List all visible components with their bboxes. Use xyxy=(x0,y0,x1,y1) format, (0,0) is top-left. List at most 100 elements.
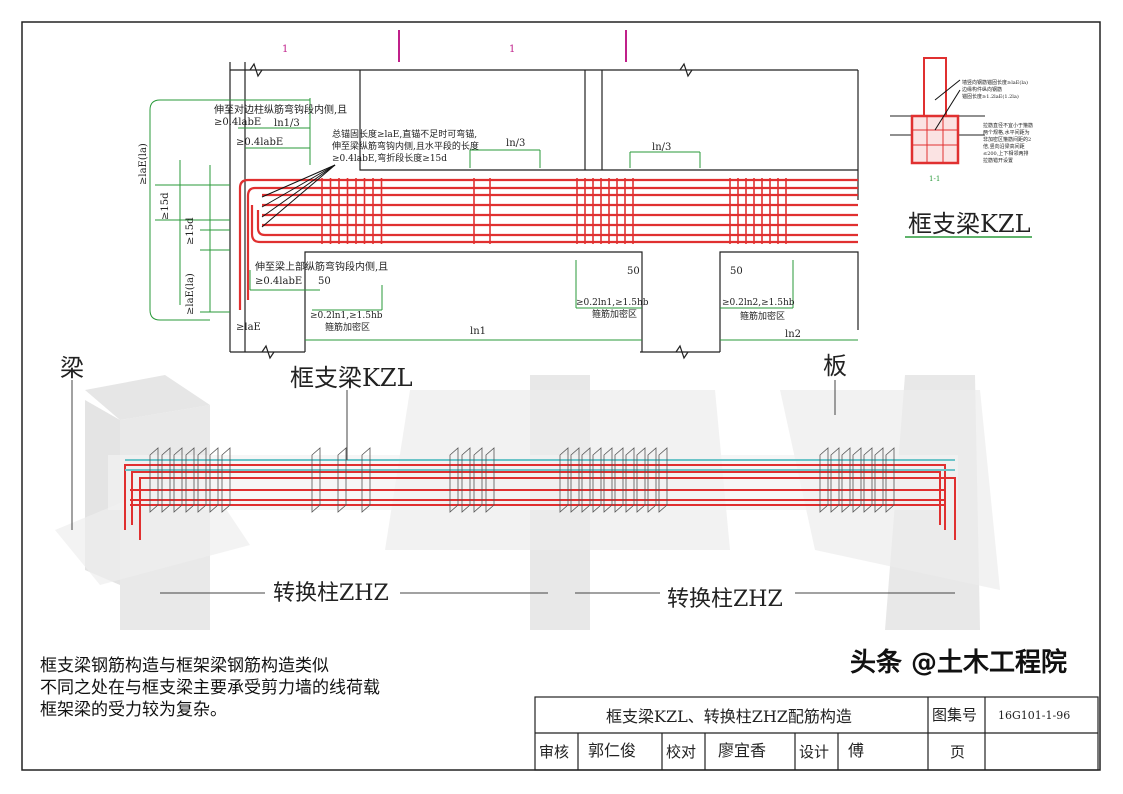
stirrup-3d xyxy=(863,447,873,513)
stirrup-3d xyxy=(581,447,591,513)
rebar-elevation xyxy=(238,178,858,310)
annotation: ≥0.4labE xyxy=(236,137,283,148)
annotation: ≥0.2ln1,≥1.5hb xyxy=(576,298,649,308)
annotation: 箍筋加密区 xyxy=(325,321,370,333)
model-3d xyxy=(55,375,1000,630)
elevation-annotations: 伸至对边柱纵筋弯钩段内侧,且 ≥0.4labE ln1/3 ≥0.4labE 总… xyxy=(138,103,801,340)
structure-outline xyxy=(229,62,859,360)
notes: 框支梁钢筋构造与框架梁钢筋构造类似 不同之处在与框支梁主要承受剪力墙的线荷载 框… xyxy=(40,655,380,721)
annotation: ln/3 xyxy=(652,142,671,153)
annotation: ≥0.2ln2,≥1.5hb xyxy=(722,298,795,308)
annotation: 50 xyxy=(730,266,743,277)
stirrup-3d xyxy=(885,447,895,513)
design-name: 傅 xyxy=(848,741,864,760)
check-label: 校对 xyxy=(666,743,696,761)
section-note: 拉筋错开设置 xyxy=(983,157,1013,164)
section-note: 墙竖向钢筋锚固长度≥laE(la) xyxy=(962,79,1028,86)
stirrup-3d xyxy=(197,447,207,513)
annotation: ln2 xyxy=(785,329,801,340)
stirrup-3d xyxy=(337,447,347,513)
annotation: 伸至对边柱纵筋弯钩段内侧,且 xyxy=(214,103,347,116)
stirrup-3d xyxy=(874,447,884,513)
annotation: ≥0.4labE,弯折段长度≥15d xyxy=(332,152,447,164)
dimension-lines xyxy=(149,98,858,341)
stirrup-3d xyxy=(658,447,668,513)
section-mark-2: 1 xyxy=(509,44,515,55)
section-note: 边缘构件纵向钢筋 xyxy=(962,86,1002,93)
annotation: ≥15d xyxy=(185,217,196,245)
design-label: 设计 xyxy=(799,743,829,761)
stirrup-3d xyxy=(614,447,624,513)
label-beam: 梁 xyxy=(60,354,84,382)
annotation: 伸至梁纵筋弯钩内侧,且水平段的长度 xyxy=(332,140,479,152)
stirrup-3d xyxy=(461,447,471,513)
section-1-1: 墙竖向钢筋锚固长度≥laE(la) 边缘构件纵向钢筋 锚固长度≥1.2laE(1… xyxy=(890,57,1033,183)
section-label: 1-1 xyxy=(929,175,940,183)
annotation: ≥laE(la) xyxy=(138,143,149,185)
annotation: 总锚固长度≥laE,直锚不足时可弯锚, xyxy=(332,128,477,140)
section-note: 两个规格,水平间距为 xyxy=(983,129,1030,136)
annotation: ln1/3 xyxy=(274,118,300,129)
stirrup-3d xyxy=(209,447,219,513)
note-line: 框支梁钢筋构造与框架梁钢筋构造类似 xyxy=(40,656,329,676)
review-name: 郭仁俊 xyxy=(588,741,636,760)
annotation: 50 xyxy=(627,266,640,277)
stirrup-3d xyxy=(852,447,862,513)
annotation: ≥0.4labE xyxy=(214,117,261,128)
stirrup-3d xyxy=(841,447,851,513)
stirrup-3d xyxy=(647,447,657,513)
annotation: ≥0.4labE xyxy=(255,276,302,287)
stirrup-3d xyxy=(485,447,495,513)
drawing-title-kzl: 框支梁KZL xyxy=(908,210,1031,238)
stirrup-3d xyxy=(149,447,159,513)
leader-lines xyxy=(261,164,336,228)
note-line: 不同之处在与框支梁主要承受剪力墙的线荷载 xyxy=(40,678,380,698)
stirrup-3d xyxy=(473,447,483,513)
section-note: 锚固长度≥1.2laE(1.2la) xyxy=(962,93,1019,100)
stirrup-3d xyxy=(221,447,231,513)
stirrup-3d xyxy=(449,447,459,513)
annotation: ≥laE(la) xyxy=(185,273,196,315)
annotation: 50 xyxy=(318,276,331,287)
section-marks: 1 1 xyxy=(282,30,627,62)
stirrups-elevation xyxy=(321,178,787,244)
annotation: ln1 xyxy=(470,326,486,337)
annotation: 箍筋加密区 xyxy=(592,308,637,320)
stirrup-3d xyxy=(185,447,195,513)
stirrup-3d xyxy=(592,447,602,513)
annotation: ≥0.2ln1,≥1.5hb xyxy=(310,311,383,321)
review-label: 审核 xyxy=(539,743,569,761)
title-block xyxy=(534,696,1099,771)
stirrup-3d xyxy=(570,447,580,513)
check-name: 廖宜香 xyxy=(718,741,766,760)
label-slab: 板 xyxy=(823,352,847,380)
label-zhz: 转换柱ZHZ xyxy=(273,581,389,606)
stirrup-3d xyxy=(819,447,829,513)
stirrup-3d xyxy=(361,447,371,513)
stirrup-3d xyxy=(559,447,569,513)
stirrup-3d xyxy=(636,447,646,513)
stirrup-3d xyxy=(173,447,183,513)
section-mark-1: 1 xyxy=(282,44,288,55)
section-note: 非加密区箍筋间距的2 xyxy=(983,136,1031,143)
section-note: ≤200,上下相邻两排 xyxy=(983,150,1028,157)
section-note: 拉筋直径不宜小于箍筋 xyxy=(983,122,1033,129)
atlas-number: 16G101-1-96 xyxy=(998,709,1070,722)
note-line: 框架梁的受力较为复杂。 xyxy=(40,700,227,720)
annotation: ln/3 xyxy=(506,138,525,149)
atlas-label: 图集号 xyxy=(932,706,977,724)
stirrup-3d xyxy=(161,447,171,513)
stirrup-3d xyxy=(311,447,321,513)
label-zhz: 转换柱ZHZ xyxy=(667,587,783,612)
annotation: 伸至梁上部纵筋弯钩段内侧,且 xyxy=(255,260,388,273)
annotation: 箍筋加密区 xyxy=(740,310,785,322)
stirrup-3d xyxy=(603,447,613,513)
stirrup-3d xyxy=(625,447,635,513)
watermark: 头条 @土木工程院 xyxy=(850,648,1068,678)
annotation: ≥laE xyxy=(236,322,261,333)
page-label: 页 xyxy=(950,743,965,761)
drawing-title: 框支梁KZL、转换柱ZHZ配筋构造 xyxy=(606,707,852,726)
annotation: ≥15d xyxy=(160,192,171,220)
section-note: 倍,竖向沿梁高间距 xyxy=(983,143,1025,150)
